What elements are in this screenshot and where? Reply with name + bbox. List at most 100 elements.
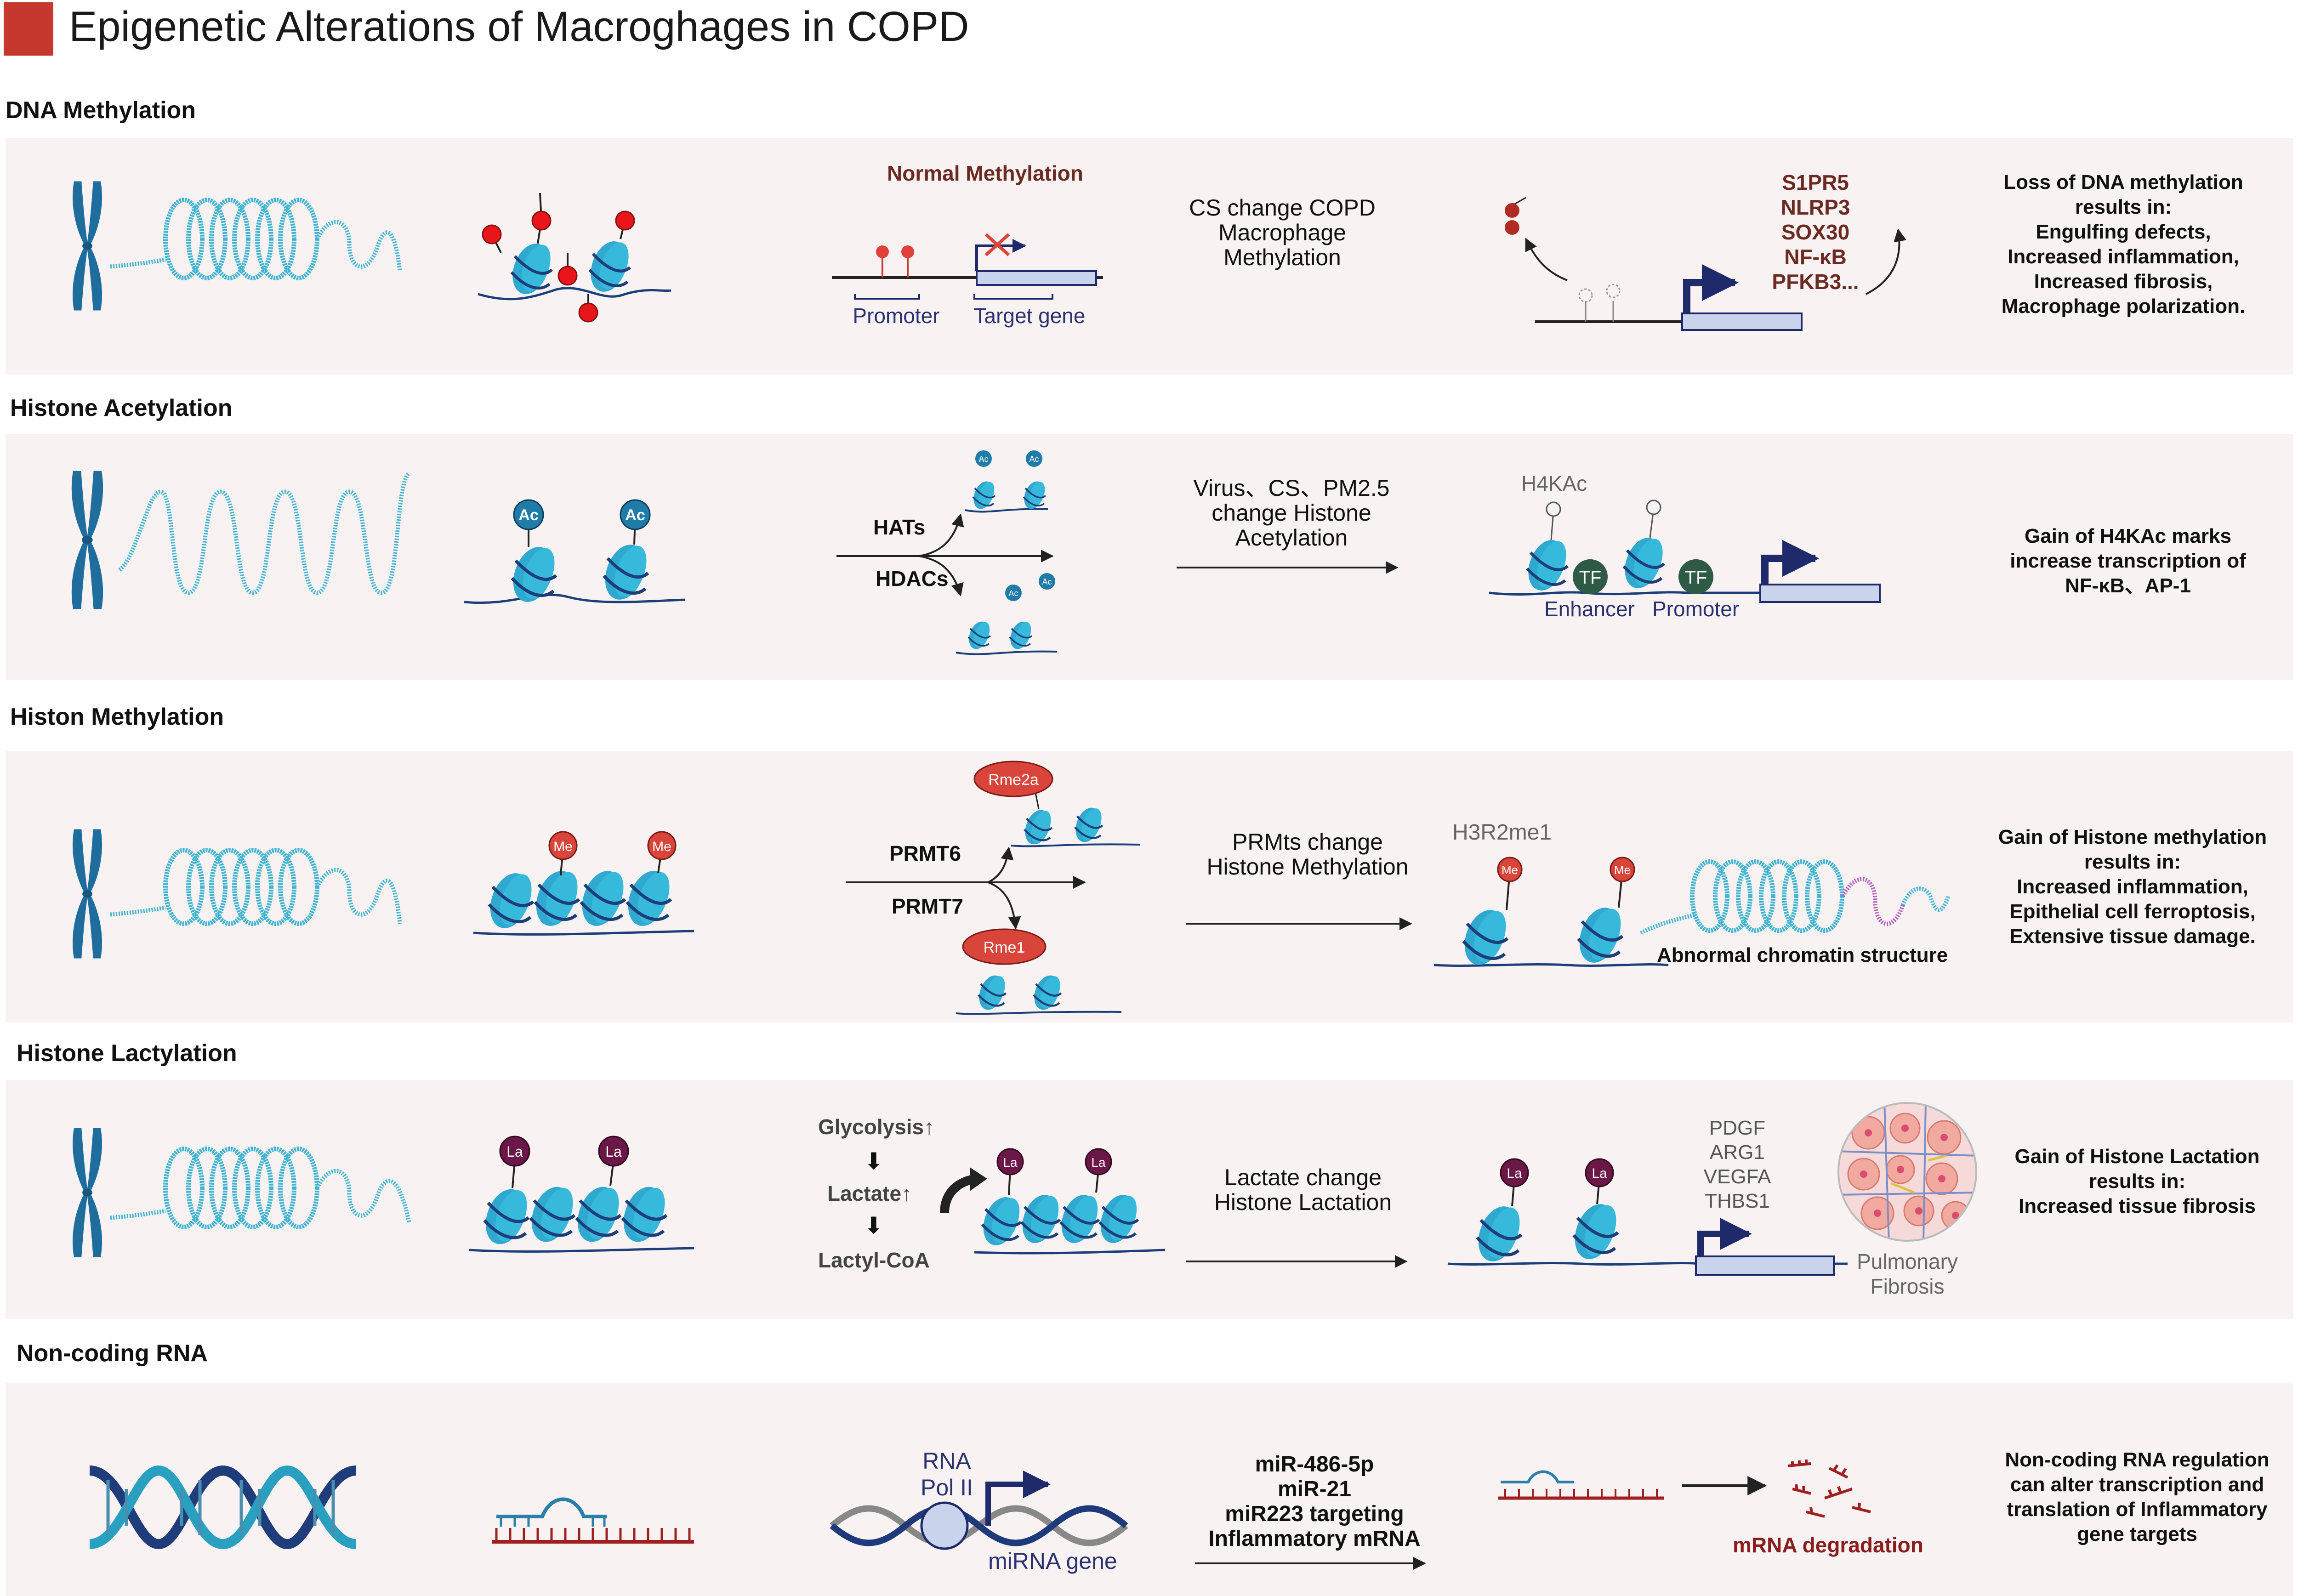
- me-mark-label: Me: [553, 839, 573, 854]
- lactylation-change-arrow: [1186, 1255, 1408, 1268]
- dna-outcome-line: Macrophage polarization.: [2001, 295, 2246, 318]
- dna-outcome-line: results in:: [2075, 196, 2172, 218]
- page-title: Epigenetic Alterations of Macroghages in…: [69, 3, 969, 50]
- section-label-dna-methylation: DNA Methylation: [6, 97, 196, 124]
- lactyl-coa-label: Lactyl-CoA: [818, 1248, 930, 1272]
- target-gene-label: Target gene: [973, 304, 1086, 328]
- degradation-arrow: [1682, 1476, 1767, 1495]
- noncoding-outcome-line: gene targets: [2077, 1523, 2197, 1545]
- acetylation-change-text: Virus、CS、PM2.5 change Histone Acetylatio…: [1193, 475, 1390, 551]
- methylation-outcome-line: Epithelial cell ferroptosis,: [2009, 900, 2256, 923]
- acetylation-change-arrow: [1177, 561, 1399, 574]
- demethylated-gene-icon: [1505, 197, 1906, 331]
- noncoding-outcome-text: Non-coding RNA regulation can alter tran…: [1990, 1448, 2284, 1547]
- mirna-gene-label: miRNA gene: [988, 1548, 1117, 1574]
- gene-vegfa: VEGFA: [1703, 1165, 1771, 1188]
- noncoding-change-text: miR-486-5p miR-21 miR223 targeting Infla…: [1195, 1452, 1434, 1551]
- section-label-histone-methylation: Histon Methylation: [10, 704, 224, 730]
- gene-thbs1: THBS1: [1705, 1190, 1770, 1212]
- methylation-outcome-line: Gain of Histone methylation: [1998, 826, 2267, 848]
- ac-mark-label: Ac: [625, 506, 645, 524]
- lactylation-outcome-line: Gain of Histone Lactation: [2014, 1145, 2260, 1168]
- ac-small-label: Ac: [1029, 454, 1039, 464]
- acetylation-outcome-line: Gain of H4KAc marks: [2025, 525, 2231, 547]
- rna-pol-line: Pol II: [921, 1475, 973, 1500]
- dna-outcome-line: Increased fibrosis,: [2034, 270, 2213, 293]
- lactylated-histone-array-icon: La La: [468, 1136, 694, 1253]
- dna-gene-list: S1PR5 NLRP3 SOX30 NF-κB PFKB3...: [1746, 170, 1884, 294]
- promoter-label: Promoter: [853, 304, 940, 328]
- lactylation-outcome-line: Increased tissue fibrosis: [2019, 1195, 2256, 1217]
- methylation-outcome-line: Extensive tissue damage.: [2009, 925, 2256, 948]
- gene-pfkb3: PFKB3...: [1772, 270, 1859, 294]
- methylated-histone-array-icon: Me Me: [473, 831, 694, 936]
- gene-s1pr5: S1PR5: [1782, 170, 1849, 194]
- section-label-histone-lactylation: Histone Lactylation: [17, 1040, 237, 1067]
- chromosome-icon: [73, 829, 102, 959]
- gene-nfkb: NF-κB: [1784, 245, 1847, 269]
- acetylation-outcome-line: NF-κB、AP-1: [2065, 574, 2191, 597]
- la-mark-label: La: [605, 1143, 622, 1160]
- ac-small-label: Ac: [978, 454, 988, 464]
- glycolysis-label: Glycolysis↑: [818, 1115, 935, 1139]
- dna-outcome-line: Engulfing defects,: [2036, 221, 2211, 243]
- rme1-label: Rme1: [984, 939, 1025, 956]
- lactylation-gene-list: PDGF ARG1 VEGFA THBS1: [1682, 1116, 1792, 1213]
- section-label-noncoding-rna: Non-coding RNA: [17, 1340, 208, 1367]
- noncoding-change-line: miR-21: [1277, 1477, 1352, 1501]
- abnormal-chromatin-label: Abnormal chromatin structure: [1657, 944, 1948, 966]
- down-arrow-icon: ⬇: [864, 1213, 883, 1238]
- lactylated-histone-array-icon: La La: [974, 1148, 1166, 1255]
- abnormal-chromatin-icon: Me Me: [1433, 857, 1951, 970]
- me-mark-label: Me: [1614, 863, 1631, 877]
- dna-outcome-text: Loss of DNA methylation results in: Engu…: [1972, 170, 2275, 319]
- section-label-histone-acetylation: Histone Acetylation: [10, 395, 233, 421]
- ac-small-label: Ac: [1042, 577, 1052, 586]
- lactylation-outcome-line: results in:: [2088, 1170, 2186, 1193]
- normal-methylation-gene-icon: [832, 233, 1103, 300]
- curved-arrow-icon: [940, 1167, 987, 1214]
- gene-arg1: ARG1: [1710, 1141, 1765, 1164]
- hats-label: HATs: [873, 515, 926, 539]
- methylation-change-text: PRMts change Histone Methylation: [1206, 829, 1409, 880]
- acetylation-outcome-line: increase transcription of: [2010, 550, 2246, 572]
- la-mark-label: La: [1592, 1166, 1607, 1181]
- chromosome-icon: [71, 471, 103, 609]
- pulmonary-fibrosis-label: Pulmonary Fibrosis: [1857, 1250, 1958, 1298]
- rna-pol-line: RNA: [922, 1448, 971, 1474]
- pulmonary-fibrosis-icon: [1837, 1102, 1977, 1242]
- title-accent-bar: [4, 2, 53, 56]
- promoter-label: Promoter: [1652, 597, 1740, 621]
- noncoding-outcome-line: translation of Inflammatory: [2007, 1498, 2268, 1521]
- dna-outcome-line: Increased inflammation,: [2008, 245, 2239, 268]
- hdacs-label: HDACs: [876, 567, 949, 591]
- methylated-nucleosomes-icon: [478, 193, 671, 323]
- noncoding-outcome-line: can alter transcription and: [2010, 1473, 2264, 1496]
- hats-hdacs-branch-icon: Ac Ac Ac Ac: [836, 450, 1058, 655]
- me-mark-label: Me: [1502, 863, 1518, 877]
- tf-label: TF: [1685, 568, 1707, 588]
- ac-mark-label: Ac: [518, 506, 538, 524]
- panel-histone-acetylation: [6, 434, 2293, 680]
- la-mark-label: La: [1091, 1155, 1106, 1170]
- gene-pdgf: PDGF: [1709, 1117, 1766, 1139]
- rme2a-label: Rme2a: [988, 771, 1039, 789]
- gene-nlrp3: NLRP3: [1780, 195, 1850, 219]
- methylation-outcome-text: Gain of Histone methylation results in: …: [1985, 825, 2280, 949]
- noncoding-change-arrow: [1195, 1557, 1426, 1570]
- me-mark-label: Me: [652, 839, 671, 854]
- chromosome-icon: [73, 1128, 102, 1257]
- prmt-branch-icon: Rme2a Rme1: [846, 761, 1140, 1015]
- open-chromatin-icon: [118, 471, 411, 595]
- mirna-hairpin-icon: [492, 1497, 694, 1544]
- dna-double-helix-icon: [89, 1465, 357, 1550]
- chromatin-coil-icon: [110, 198, 402, 280]
- chromatin-coil-icon: [110, 848, 402, 926]
- chromatin-coil-icon: [110, 1147, 411, 1229]
- acetylated-gene-activation-icon: TF TF: [1489, 500, 1881, 603]
- methylation-outcome-line: results in:: [2084, 851, 2181, 873]
- noncoding-change-line: miR-486-5p: [1255, 1452, 1374, 1477]
- degraded-mrna-fragments-icon: [1787, 1460, 1871, 1518]
- panel-dna-methylation: [6, 138, 2293, 375]
- noncoding-outcome-line: Non-coding RNA regulation: [2005, 1448, 2270, 1471]
